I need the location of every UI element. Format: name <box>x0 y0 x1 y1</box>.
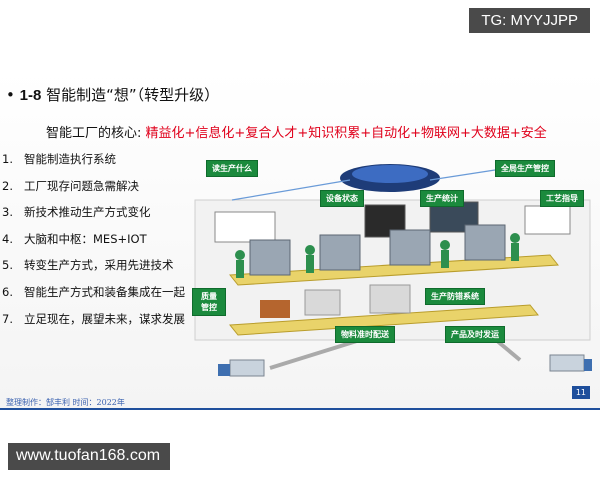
conveyor-line <box>229 304 539 336</box>
list-item: 3.新技术推动生产方式变化 <box>2 205 151 220</box>
machine-icon <box>389 229 431 266</box>
watermark-top-badge: TG: MYYJJPP <box>469 8 590 33</box>
machine-icon <box>249 239 291 276</box>
core-statement: 智能工厂的核心: 精益化+信息化+复合人才+知识积累+自动化+物联网+大数据+安… <box>46 122 547 141</box>
smart-factory-diagram: 读生产什么 全局生产管控 设备状态 生产统计 工艺指导 质量管控 生产防错系统 … <box>190 160 595 392</box>
monitor-icon <box>214 211 276 243</box>
list-item: 6.智能生产方式和装备集成在一起 <box>2 284 185 299</box>
cart-icon <box>369 284 411 314</box>
label-production-stats: 生产统计 <box>420 190 464 207</box>
label-global-control: 全局生产管控 <box>495 160 555 177</box>
label-read-production: 读生产什么 <box>206 160 258 177</box>
machine-icon <box>319 234 361 271</box>
worker-icon <box>441 250 449 268</box>
label-error-proofing: 生产防错系统 <box>425 288 485 305</box>
worker-icon <box>440 240 450 250</box>
worker-icon <box>510 233 520 243</box>
worker-icon <box>511 243 519 261</box>
label-product-shipping: 产品及时发运 <box>445 326 505 343</box>
point-list: 1.智能制造执行系统 2.工厂现存问题急需解决 3.新技术推动生产方式变化 4.… <box>2 150 185 336</box>
title-number: 1-8 <box>19 87 42 104</box>
machine-icon <box>464 224 506 261</box>
list-item: 4.大脑和中枢：MES+IOT <box>2 231 147 246</box>
page-number: 11 <box>571 386 590 399</box>
label-quality-control: 质量管控 <box>192 288 226 316</box>
list-item: 1.智能制造执行系统 <box>2 152 116 166</box>
worker-icon <box>235 250 245 260</box>
truck-icon <box>218 364 230 376</box>
label-material-delivery: 物料准时配送 <box>335 326 395 343</box>
pallet-icon <box>260 300 290 318</box>
worker-icon <box>236 260 244 278</box>
truck-icon <box>584 359 592 371</box>
truck-icon <box>229 359 265 377</box>
monitor-icon <box>524 205 571 235</box>
cart-icon <box>304 289 341 316</box>
control-screen-icon <box>352 165 428 183</box>
title-text: 智能制造“想”（转型升级） <box>46 86 220 104</box>
core-pillars: 精益化+信息化+复合人才+知识积累+自动化+物联网+大数据+安全 <box>145 126 547 141</box>
truck-icon <box>549 354 585 372</box>
footer-note: 整理制作：郜丰利 时间：2022年 <box>6 398 125 407</box>
factory-illustration <box>194 164 592 377</box>
title-bullet: • <box>6 86 15 104</box>
list-item: 5.转变生产方式，采用先进技术 <box>2 258 174 273</box>
list-item: 2.工厂现存问题急需解决 <box>2 178 139 193</box>
label-device-status: 设备状态 <box>320 190 364 207</box>
footer-divider <box>0 408 600 410</box>
slide-title: • 1-8 智能制造“想”（转型升级） <box>6 84 219 105</box>
worker-icon <box>305 245 315 255</box>
watermark-bottom-badge: www.tuofan168.com <box>8 443 171 470</box>
label-process-guide: 工艺指导 <box>540 190 584 207</box>
core-label: 智能工厂的核心: <box>46 126 142 141</box>
slide: • 1-8 智能制造“想”（转型升级） 智能工厂的核心: 精益化+信息化+复合人… <box>0 70 600 410</box>
list-item: 7.立足现在，展望未来，谋求发展 <box>2 311 185 326</box>
worker-icon <box>306 255 314 273</box>
